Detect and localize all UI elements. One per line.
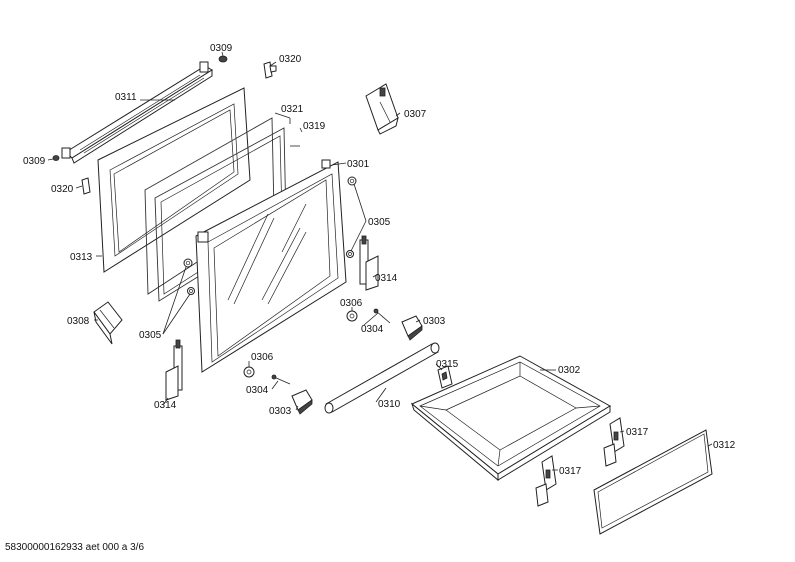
- clip-0315: [437, 365, 453, 389]
- screw-left: [52, 155, 60, 161]
- callout-0304-left: 0304: [246, 385, 269, 396]
- bushing-left: [183, 258, 193, 268]
- bushing-low: [187, 287, 195, 295]
- rod-0310: [324, 342, 440, 414]
- callout-0310: 0310: [378, 399, 401, 410]
- bolt-0304-right: [373, 308, 391, 324]
- callout-0321: 0321: [281, 104, 304, 115]
- callout-0303-left: 0303: [269, 406, 292, 417]
- outer-door-panel: [97, 87, 251, 273]
- callout-0305-right: 0305: [368, 217, 391, 228]
- hinge-right: [359, 235, 379, 291]
- callout-0309-top: 0309: [210, 43, 233, 54]
- hinge-left: [165, 339, 183, 401]
- runner-left: [535, 455, 557, 507]
- document-footer: 58300000162933 aet 000 a 3/6: [5, 542, 144, 553]
- callout-0304-right: 0304: [361, 324, 384, 335]
- callout-0315: 0315: [436, 359, 459, 370]
- bushing-mid-right: [346, 250, 354, 258]
- callout-0320-top: 0320: [279, 54, 302, 65]
- callout-0320-left: 0320: [51, 184, 74, 195]
- callout-0317-left: 0317: [559, 466, 582, 477]
- clip-left: [81, 177, 91, 195]
- callout-labels: 0309 0320 0311 0321 0319 0307 0309 0301 …: [23, 43, 736, 477]
- callout-0311: 0311: [115, 92, 137, 103]
- cap-0303-left: [291, 389, 313, 415]
- callout-0306-right: 0306: [340, 298, 363, 309]
- callout-0302: 0302: [558, 365, 581, 376]
- callout-0314-right: 0314: [375, 273, 398, 284]
- callout-0306-left: 0306: [251, 352, 274, 363]
- callout-0309-left: 0309: [23, 156, 46, 167]
- clip-top: [263, 61, 277, 79]
- door-handle-bar: [61, 61, 213, 164]
- callout-0313: 0313: [70, 252, 93, 263]
- callout-0314-left: 0314: [154, 400, 177, 411]
- screw-top: [218, 55, 228, 63]
- drawer-front-panel: [593, 429, 713, 535]
- callout-0305-left: 0305: [139, 330, 162, 341]
- callout-0301: 0301: [347, 159, 370, 170]
- inner-door-frame: [195, 159, 347, 373]
- callout-0307: 0307: [404, 109, 427, 120]
- drawer-tray: [410, 355, 611, 482]
- callout-0303-right: 0303: [423, 316, 446, 327]
- callout-0317-right: 0317: [626, 427, 649, 438]
- callout-0319: 0319: [303, 121, 326, 132]
- callout-0312: 0312: [713, 440, 736, 451]
- callout-0308: 0308: [67, 316, 90, 327]
- runner-right: [603, 417, 625, 467]
- cap-0303-right: [401, 315, 423, 341]
- bolt-0304-left: [271, 374, 291, 385]
- nut-0306-left: [243, 366, 255, 378]
- nut-0306-right: [346, 310, 358, 322]
- leader-lines: [47, 51, 713, 471]
- bracket-0307: [365, 83, 399, 135]
- bushing-upper-right: [347, 176, 357, 186]
- bracket-0308: [93, 301, 123, 345]
